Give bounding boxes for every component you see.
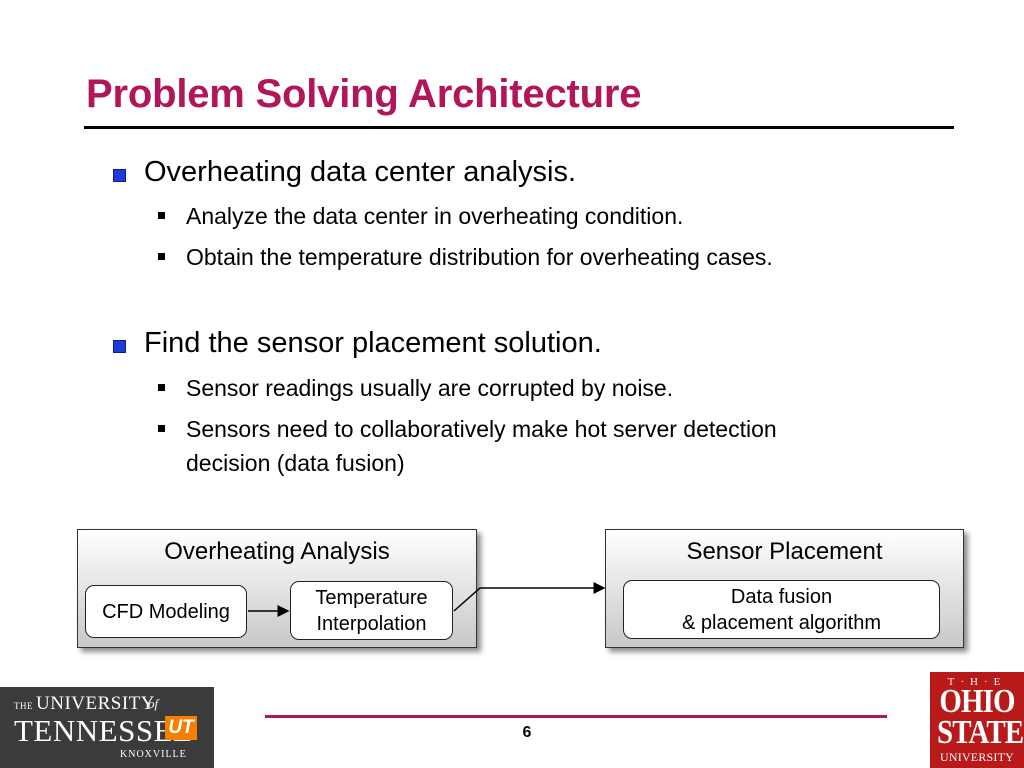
panel-title: Sensor Placement [686, 538, 883, 565]
panel-title: Overheating Analysis [164, 538, 390, 565]
logo-text: T·H·E [947, 676, 1007, 688]
ut-power-t-icon: UT [165, 716, 197, 740]
page-number: 6 [522, 724, 532, 741]
sub-bullet-text: Analyze the data center in overheating c… [186, 203, 684, 229]
logo-text: KNOXVILLE [120, 749, 187, 760]
square-bullet-icon [158, 384, 165, 391]
ohio-state-university-logo: T·H·E OHIO STATE UNIVERSITY [930, 672, 1024, 768]
blue-square-bullet-icon [113, 169, 126, 182]
blue-square-bullet-icon [113, 340, 126, 353]
slide-title: Problem Solving Architecture [86, 72, 642, 116]
box-line-2: Interpolation [316, 612, 427, 635]
bullet-text: Overheating data center analysis. [144, 156, 577, 188]
sub-bullet-text: Obtain the temperature distribution for … [186, 244, 773, 270]
square-bullet-icon [158, 253, 165, 260]
box-line-2: & placement algorithm [682, 611, 881, 634]
box-line-1: Temperature [315, 586, 428, 609]
temperature-interpolation-box: Temperature Interpolation [290, 581, 453, 640]
bullet-text: Find the sensor placement solution. [144, 327, 602, 359]
sub-bullet-line-2: decision (data fusion) [186, 450, 405, 476]
title-underline [84, 126, 954, 129]
logo-text: UNIVERSITY [36, 693, 155, 714]
university-of-tennessee-logo: THE UNIVERSITY of TENNESSEE UT KNOXVILLE [0, 687, 214, 768]
logo-text: OHIO [939, 683, 1015, 720]
data-fusion-box: Data fusion & placement algorithm [623, 580, 940, 639]
square-bullet-icon [158, 425, 165, 432]
sub-bullet-text: Sensor readings usually are corrupted by… [186, 375, 674, 401]
logo-text: TENNESSEE [14, 713, 193, 748]
logo-text: UNIVERSITY [940, 750, 1014, 764]
arrow-temperature-to-sensor-placement [453, 582, 606, 612]
footer-rule [265, 715, 887, 718]
box-line-1: Data fusion [730, 585, 833, 608]
logo-text: of [148, 696, 159, 711]
logo-text: THE [14, 701, 33, 711]
square-bullet-icon [158, 212, 165, 219]
sub-bullet-text: Sensors need to collaboratively make hot… [186, 412, 777, 480]
sub-bullet-line-1: Sensors need to collaboratively make hot… [186, 416, 777, 442]
logo-text: STATE [937, 714, 1024, 751]
cfd-modeling-box: CFD Modeling [85, 585, 247, 638]
